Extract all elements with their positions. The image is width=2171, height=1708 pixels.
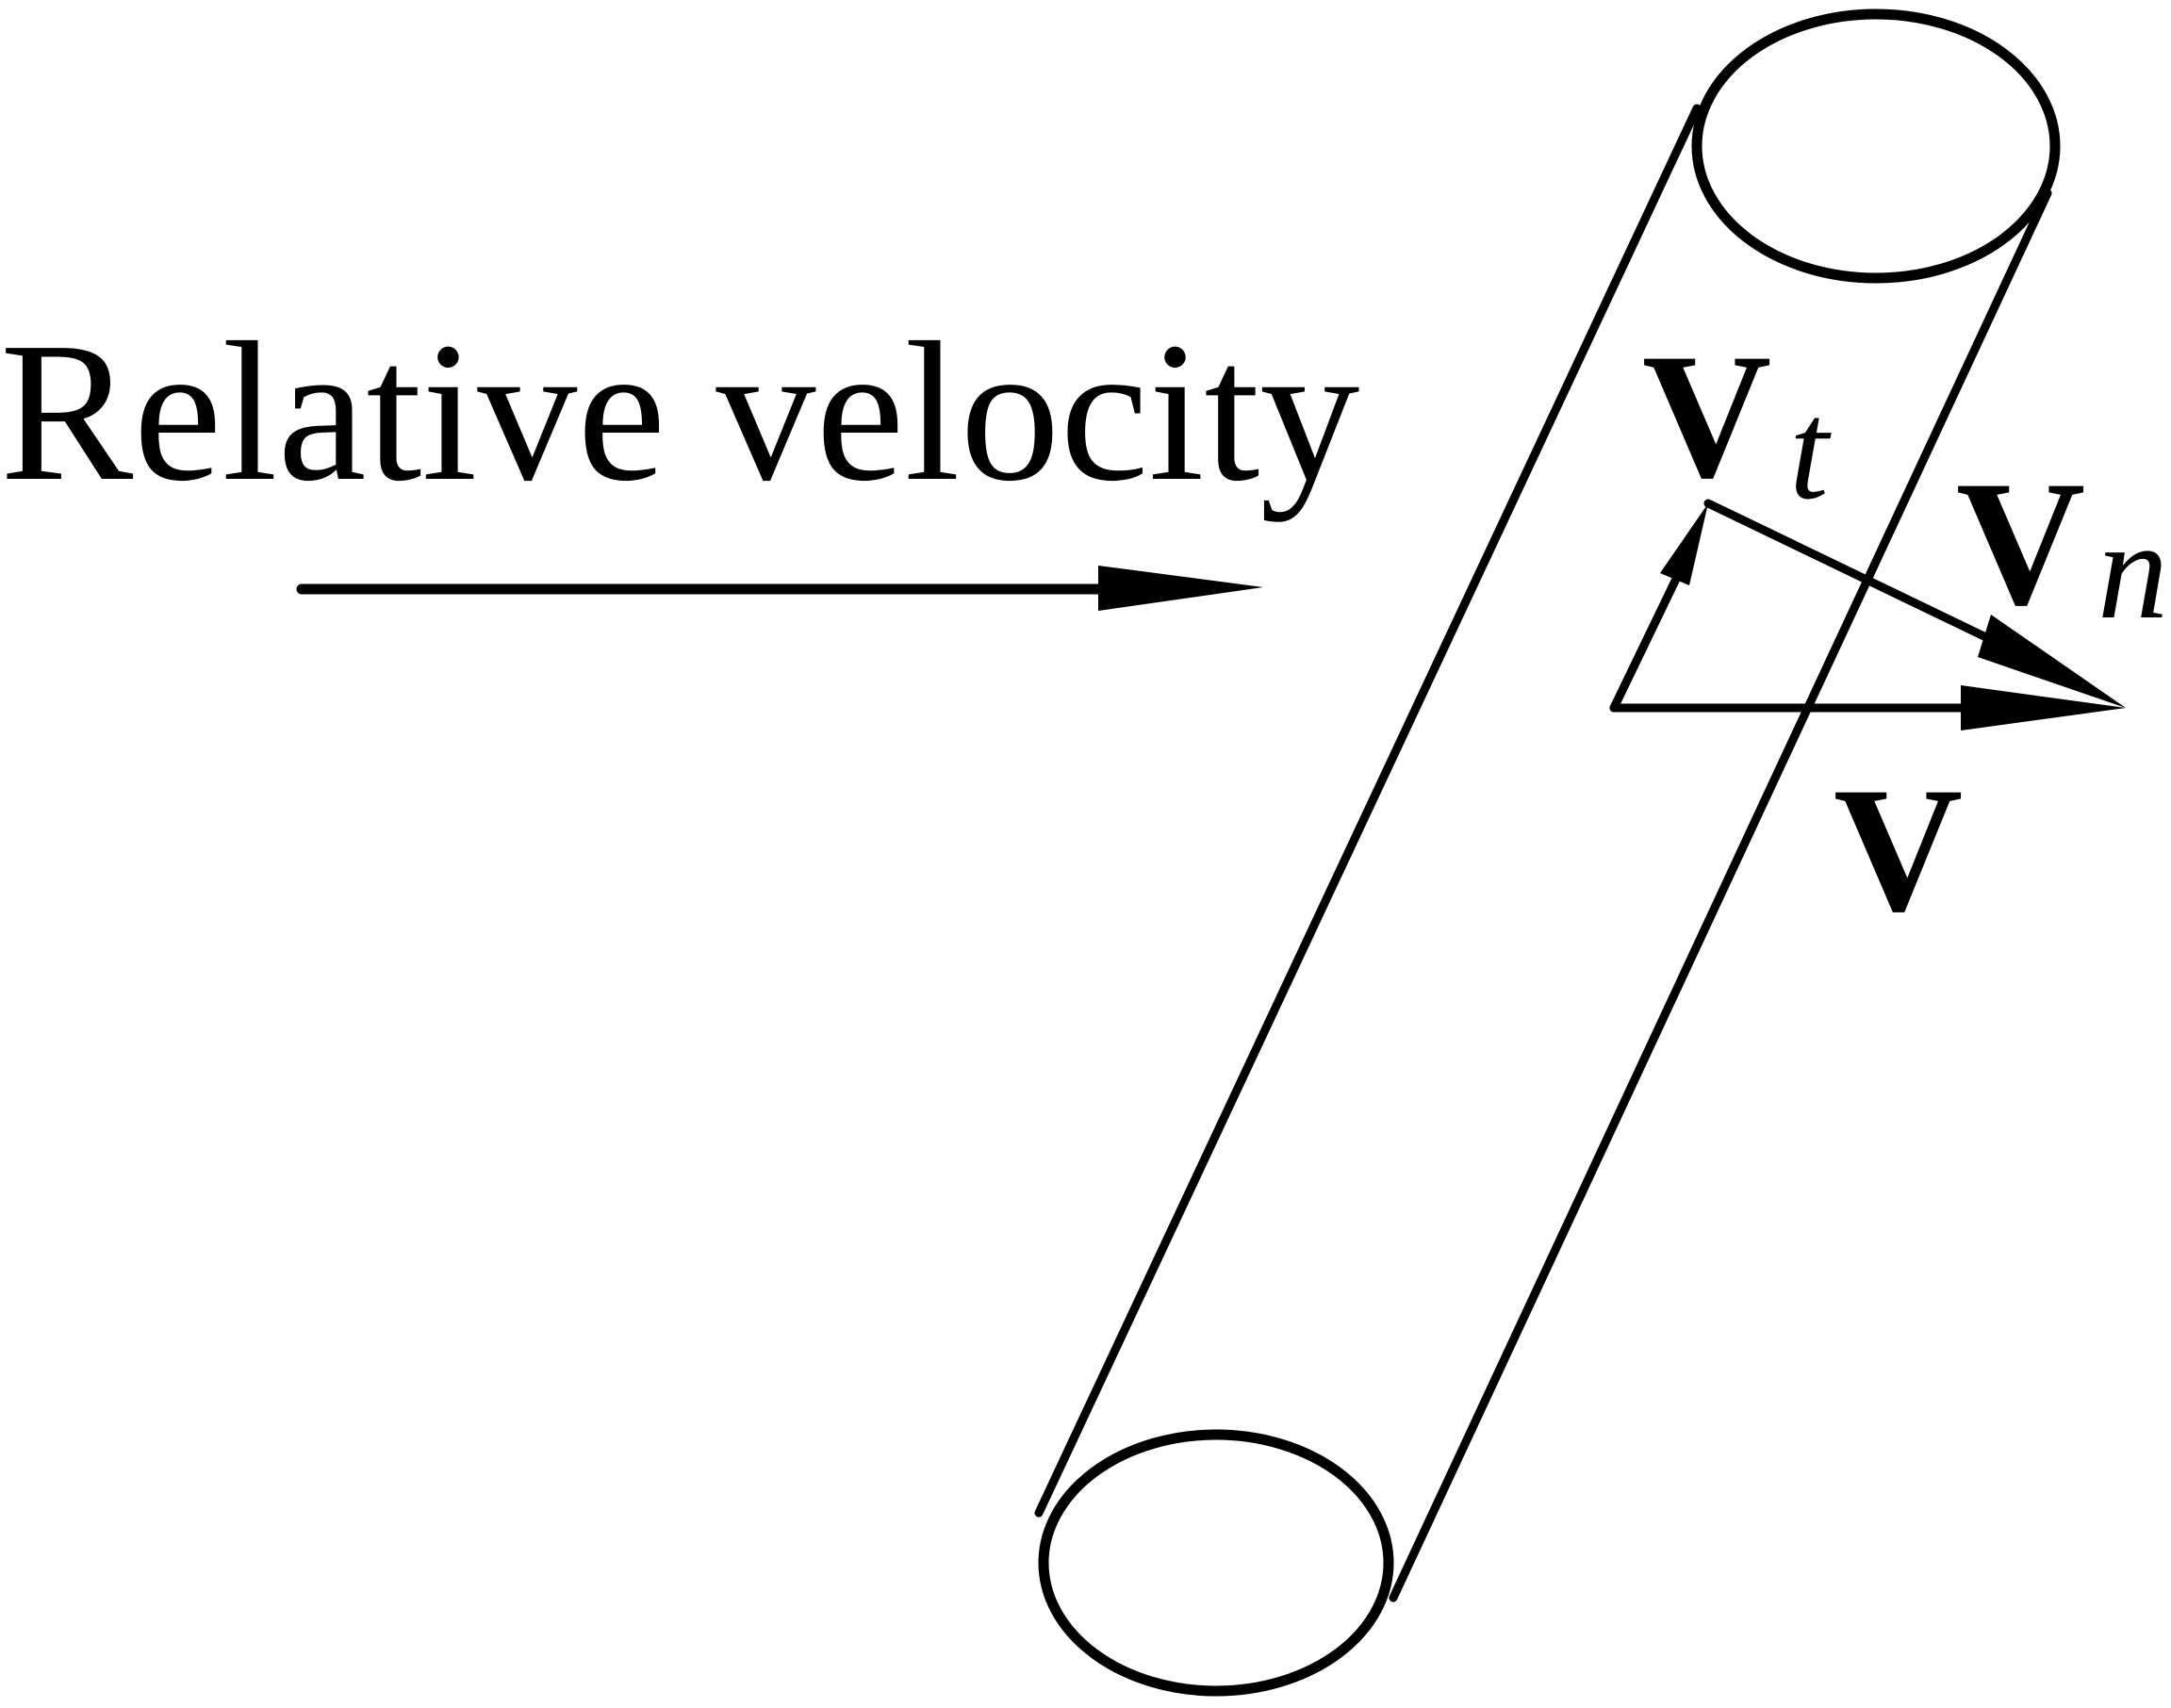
inclined-cylinder <box>1034 8 2061 1697</box>
cylinder-left-edge <box>1034 104 1702 1518</box>
relative-velocity-caption: Relative velocity <box>0 301 1359 522</box>
tangential-component-vt <box>1609 503 1708 713</box>
vt-label-subscript: t <box>1789 372 1832 529</box>
cylinder-top-ellipse <box>1691 8 2061 284</box>
normal-component-vn <box>1703 499 2126 708</box>
relative-velocity-arrow <box>296 566 1263 611</box>
vt-label-main: V <box>1642 318 1771 516</box>
cylinder-right-edge <box>1389 189 2052 1602</box>
vn-label: V n <box>1956 445 2168 649</box>
cylinder-bottom-ellipse <box>1038 1429 1394 1697</box>
vn-label-main: V <box>1956 445 2085 643</box>
v-label: V <box>1834 751 1963 949</box>
velocity-vector-v <box>1609 685 2126 731</box>
vt-label: V t <box>1642 318 1832 529</box>
vn-label-subscript: n <box>2097 492 2168 649</box>
